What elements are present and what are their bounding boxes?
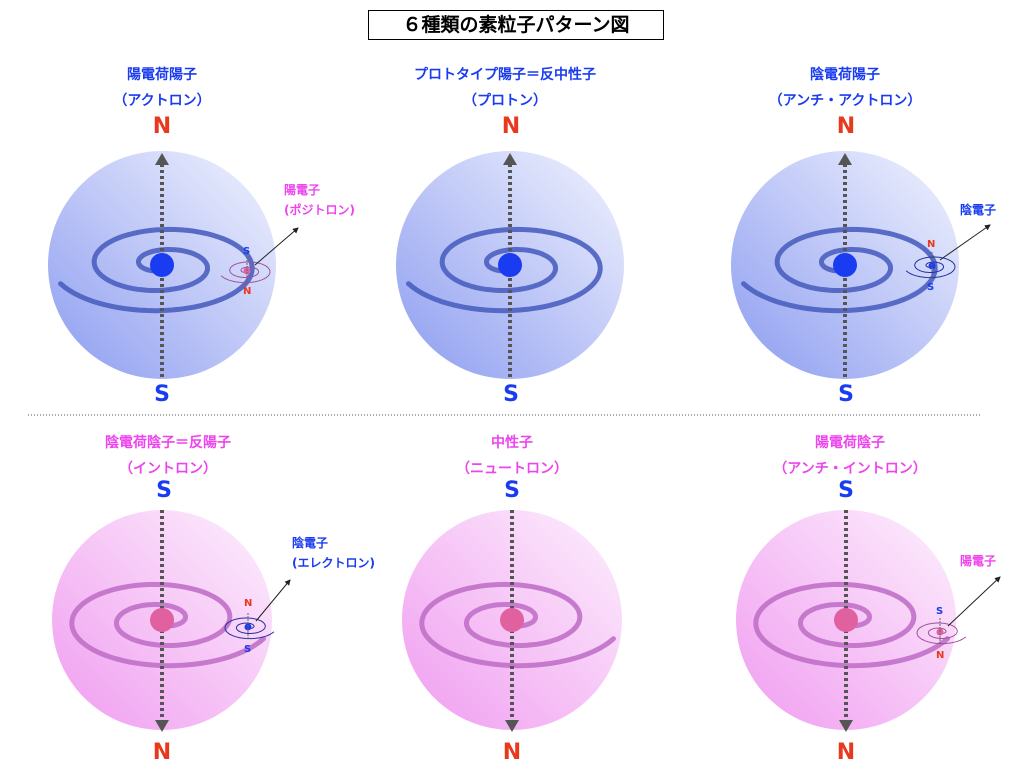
pointer-arrow xyxy=(939,224,991,261)
magnetic-spiral xyxy=(69,581,266,669)
pole-top: N xyxy=(152,114,172,139)
nucleus-core xyxy=(834,608,858,632)
electron-pole: N xyxy=(243,286,252,297)
electron-pole: S xyxy=(936,606,944,617)
label-line: 陽電子 xyxy=(284,183,321,197)
pointer-arrow xyxy=(947,576,1001,627)
axis-arrowhead-icon xyxy=(155,153,169,165)
pole-bottom: S xyxy=(503,382,519,407)
nucleus-core xyxy=(500,608,524,632)
name-line: プロトタイプ陽子＝反中性子 xyxy=(414,67,596,83)
panel-5-name: 中性子 （ニュートロン） xyxy=(456,430,568,482)
label-line: 陽電子 xyxy=(960,554,997,568)
name-line: （イントロン） xyxy=(119,461,217,477)
name-line: 中性子 xyxy=(491,435,533,451)
axis-arrowhead-icon xyxy=(503,153,517,165)
nucleus-core xyxy=(150,608,174,632)
label-line: (エレクトロン) xyxy=(292,556,375,570)
panel-2-name: プロトタイプ陽子＝反中性子 （プロトン） xyxy=(414,62,596,114)
diagram-title: ６種類の素粒子パターン図 xyxy=(368,10,664,40)
name-line: 陰電荷陽子 xyxy=(810,67,880,83)
label-line: 陰電子 xyxy=(960,203,997,217)
pole-bottom: N xyxy=(502,740,522,765)
pole-top: S xyxy=(156,478,172,503)
pole-top: N xyxy=(836,114,856,139)
axis-arrowhead-icon xyxy=(839,720,853,732)
electron-pole: S xyxy=(927,282,935,293)
pole-top: S xyxy=(838,478,854,503)
electron-spiral xyxy=(220,261,271,284)
electron-pole: S xyxy=(243,246,251,257)
nucleus-core xyxy=(833,253,857,277)
nucleus-core xyxy=(150,253,174,277)
label-line: (ポジトロン) xyxy=(284,203,355,217)
panel-6-name: 陽電荷陰子 （アンチ・イントロン） xyxy=(773,430,926,482)
panel-4-name: 陰電荷陰子＝反陽子 （イントロン） xyxy=(105,430,231,482)
label-line: 陰電子 xyxy=(292,536,329,550)
panel-3-name: 陰電荷陽子 （アンチ・アクトロン） xyxy=(769,62,922,114)
electron-pole: N xyxy=(927,239,936,250)
pole-bottom: S xyxy=(838,382,854,407)
name-line: （ニュートロン） xyxy=(456,461,568,477)
panel-1-name: 陽電荷陽子 （アクトロン） xyxy=(113,62,210,114)
magnetic-spiral xyxy=(406,226,603,314)
name-line: 陰電荷陰子＝反陽子 xyxy=(105,435,231,451)
axis-arrowhead-icon xyxy=(838,153,852,165)
nucleus-core xyxy=(498,253,522,277)
name-line: 陽電荷陽子 xyxy=(127,67,197,83)
magnetic-spiral xyxy=(419,581,616,669)
electron-spiral xyxy=(916,622,967,645)
electron-spiral xyxy=(905,256,956,279)
pole-top: N xyxy=(501,114,521,139)
pole-bottom: N xyxy=(152,740,172,765)
electron-label: 陰電子 (エレクトロン) xyxy=(292,533,375,573)
axis-arrowhead-icon xyxy=(155,720,169,732)
electron-label: 陰電子 xyxy=(960,200,996,220)
axis-arrowhead-icon xyxy=(505,720,519,732)
name-line: （アクトロン） xyxy=(113,93,211,109)
electron-pole: S xyxy=(244,644,252,655)
name-line: 陽電荷陰子 xyxy=(814,435,885,451)
pole-top: S xyxy=(504,478,520,503)
pole-bottom: S xyxy=(154,382,170,407)
electron-pole: N xyxy=(936,650,945,661)
magnetic-spiral xyxy=(753,581,950,669)
pointer-arrow xyxy=(255,579,291,622)
electron-label: 陽電子 xyxy=(960,551,996,571)
pointer-arrow xyxy=(254,227,299,266)
name-line: （アンチ・アクトロン） xyxy=(768,93,922,109)
electron-spiral xyxy=(224,617,275,640)
name-line: （アンチ・イントロン） xyxy=(773,461,927,477)
pole-bottom: N xyxy=(836,740,856,765)
electron-pole: N xyxy=(244,598,253,609)
name-line: （プロトン） xyxy=(463,93,547,109)
electron-label: 陽電子 (ポジトロン) xyxy=(284,180,355,220)
